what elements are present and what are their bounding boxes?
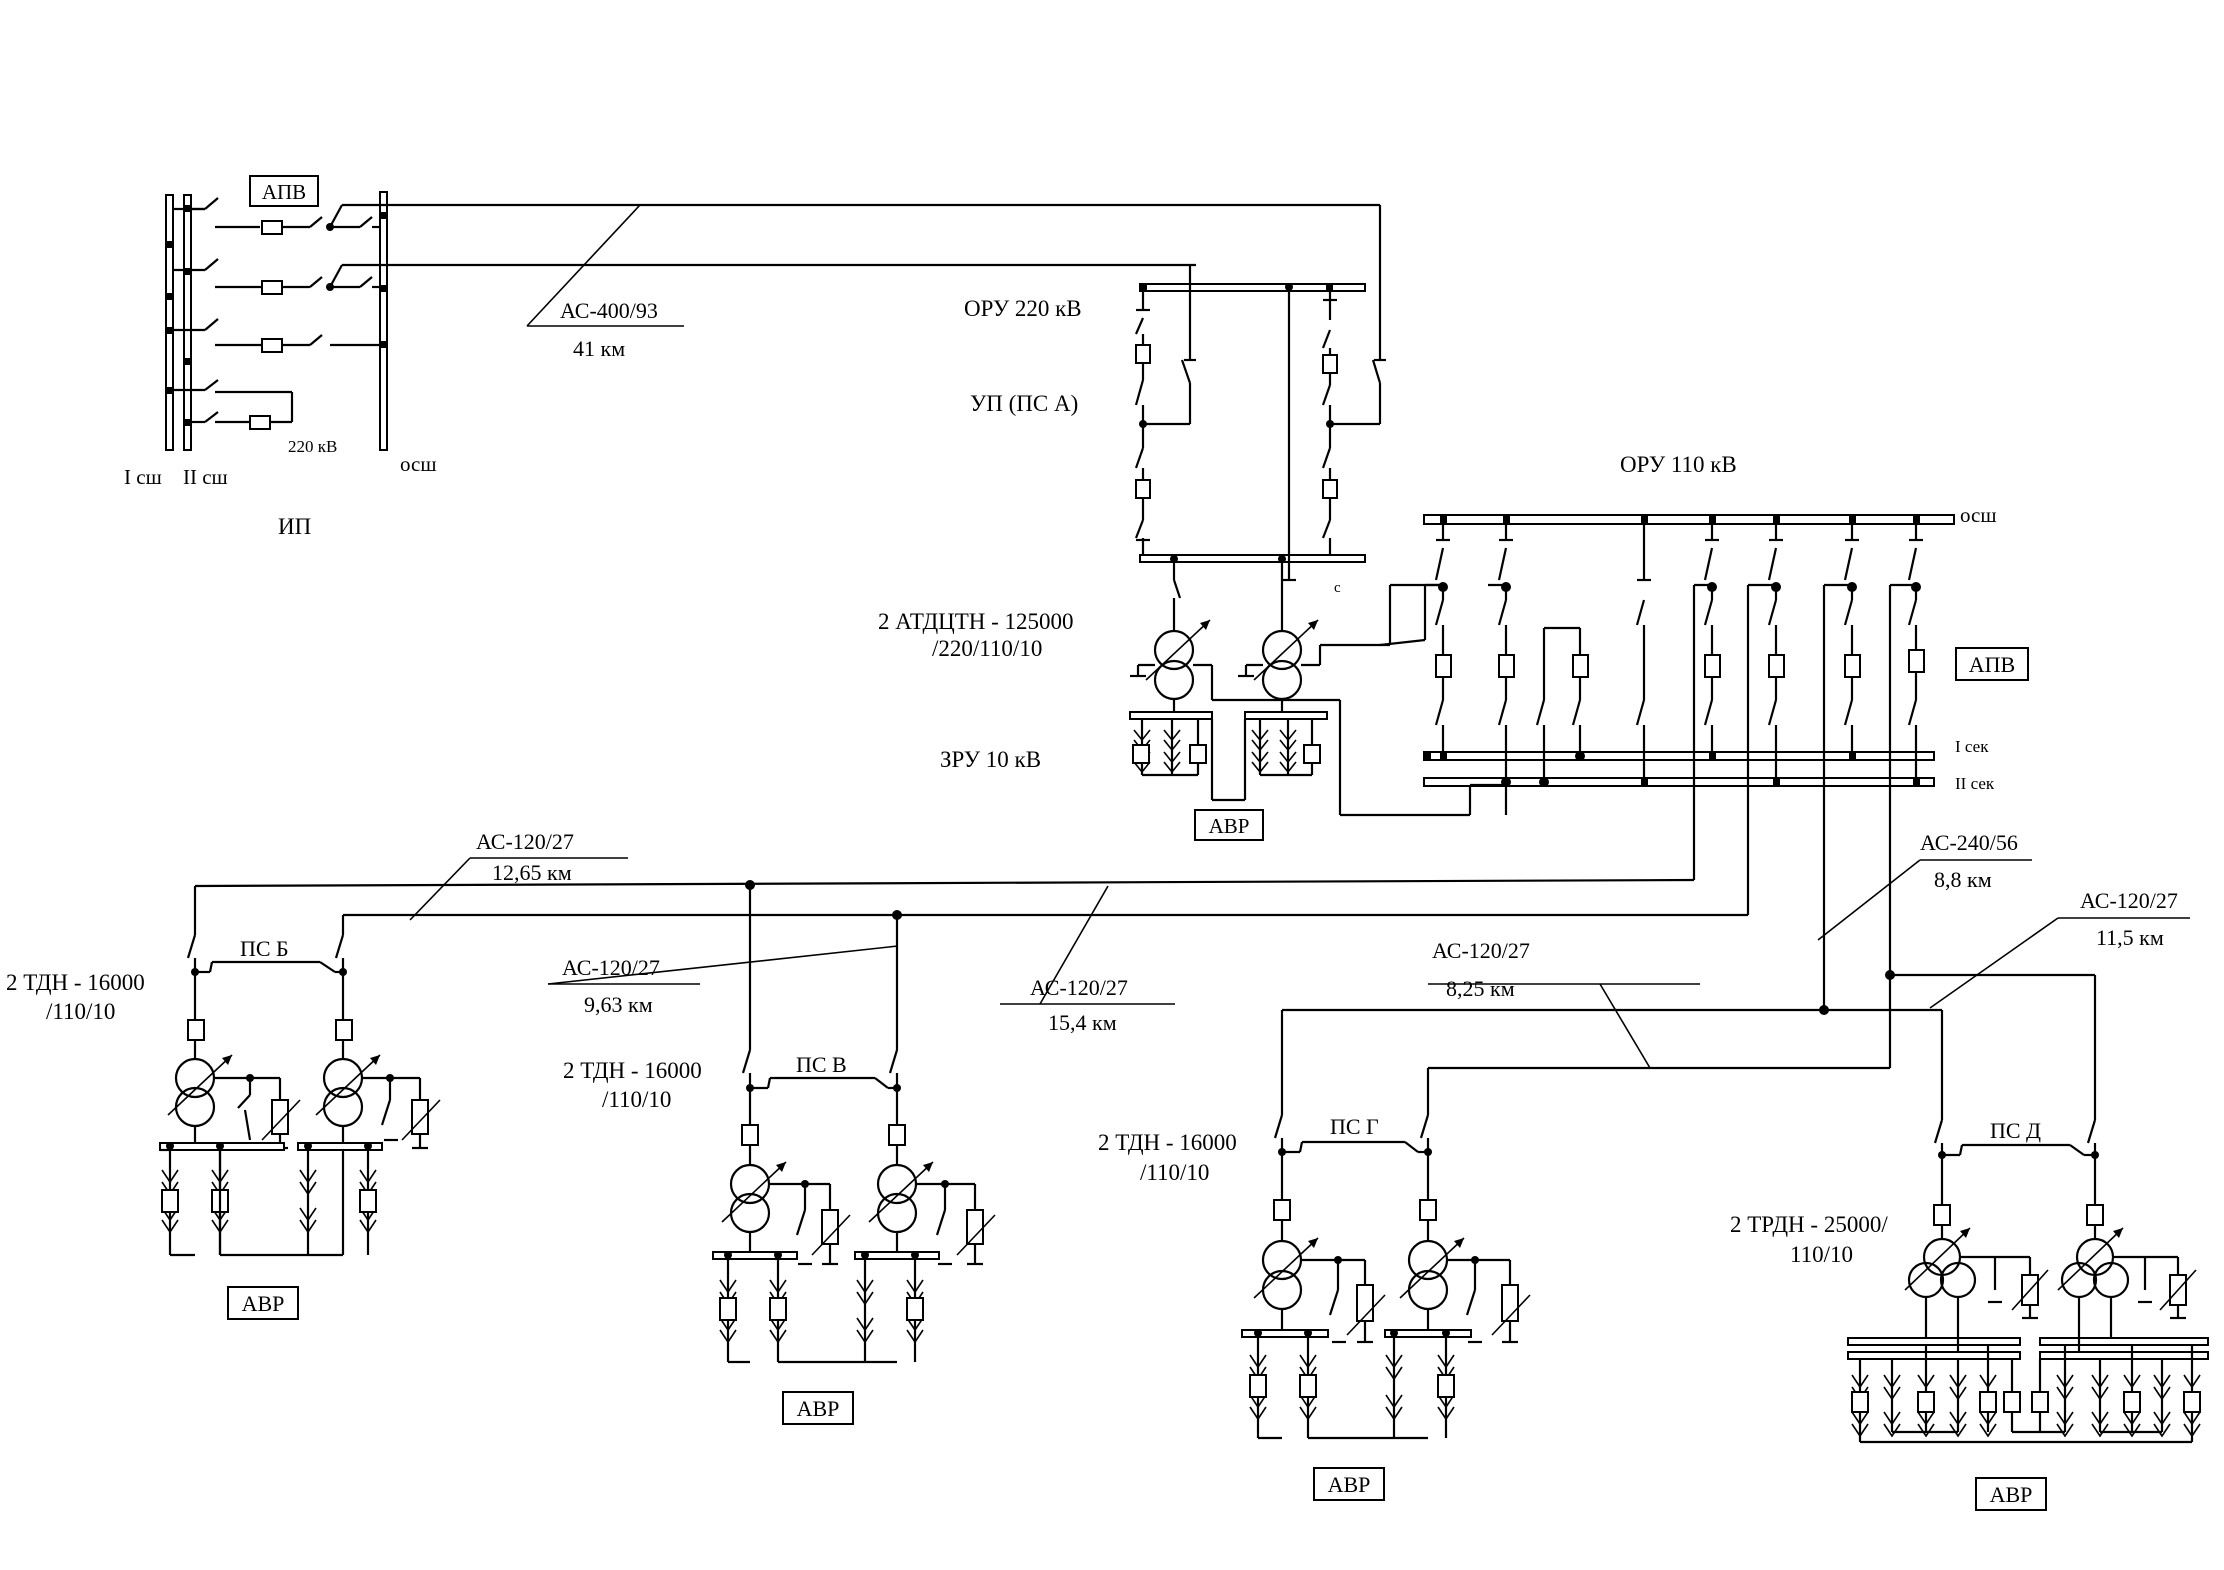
ps-b-avr-tag <box>227 1286 299 1320</box>
oru110-reclose-label: АПВ <box>1969 652 2015 677</box>
source-reclose-label: АПВ <box>262 180 306 204</box>
transformer-a-line2: /220/110/10 <box>932 636 1042 661</box>
source-bus2-label: II сш <box>183 465 228 489</box>
source-bus-1 <box>165 194 174 451</box>
ps-g-transformer-1: 2 ТДН - 16000 <box>1098 1130 1237 1155</box>
line-d-length: 11,5 км <box>2096 925 2164 950</box>
zru-label: ЗРУ 10 кВ <box>940 747 1041 772</box>
ps-b-transformer-2: /110/10 <box>46 999 115 1024</box>
line-bv-wire: АС-120/27 <box>1030 975 1128 1000</box>
line-b-length: 12,65 км <box>492 860 572 885</box>
ps-v-name: ПС В <box>796 1052 847 1077</box>
ps-g-avr-label: АВР <box>1328 1472 1371 1497</box>
line-g-wire: АС-240/56 <box>1920 830 2018 855</box>
source-reclose-tag <box>249 175 319 207</box>
ps-v-avr-tag <box>782 1391 854 1425</box>
ps-b-avr-label: АВР <box>242 1291 285 1316</box>
oru110-bypass-bus <box>1423 514 1955 525</box>
ps-v-avr-label: АВР <box>797 1396 840 1421</box>
line-v-wire: АС-120/27 <box>562 955 660 980</box>
ps-g-avr-tag <box>1313 1467 1385 1501</box>
zru-bus-right <box>1244 711 1328 720</box>
line-gd-length: 8,25 км <box>1446 976 1515 1001</box>
network-110: АС-120/27 12,65 км АС-120/27 9,63 км АС-… <box>193 829 2190 1120</box>
ps-v-transformer-1: 2 ТДН - 16000 <box>563 1058 702 1083</box>
transformer-a-line1: 2 АТДЦТН - 125000 <box>878 609 1074 634</box>
ps-g-transformer-2: /110/10 <box>1140 1160 1209 1185</box>
oru110-reclose-tag <box>1955 647 2029 681</box>
source-bypass-bus <box>379 191 388 451</box>
ps-d-transformer-2: 110/10 <box>1790 1242 1853 1267</box>
line-v-length: 9,63 км <box>584 992 653 1017</box>
oru110-sec2-label: II сек <box>1955 774 1995 793</box>
line-220-wire: АС-400/93 <box>560 298 658 323</box>
zru-bus-left <box>1129 711 1213 720</box>
substation-d: ПС Д <box>1730 1118 2209 1511</box>
zru-avr-label: АВР <box>1209 814 1250 838</box>
source-label: ИП <box>278 514 311 539</box>
svg-text:с: с <box>1334 580 1341 596</box>
ps-b-transformer-1: 2 ТДН - 16000 <box>6 970 145 995</box>
ps-v-transformer-2: /110/10 <box>602 1087 671 1112</box>
oru220-bus-bottom <box>1139 554 1366 563</box>
line-bv-length: 15,4 км <box>1048 1010 1117 1035</box>
zru-avr-tag <box>1194 809 1264 841</box>
substation-g: ПС Г <box>1098 1114 1531 1501</box>
ps-d-name: ПС Д <box>1990 1118 2041 1143</box>
oru110-sec1-label: I сек <box>1955 737 1989 756</box>
ps-g-name: ПС Г <box>1330 1114 1379 1139</box>
line-220-length: 41 км <box>573 336 625 361</box>
line-d-wire: АС-120/27 <box>2080 888 2178 913</box>
source-bypass-label: осш <box>400 452 437 476</box>
line-220: АС-400/93 41 км <box>526 204 684 361</box>
oru110-sec1-bus <box>1423 751 1935 761</box>
oru110-bypass-label: осш <box>1960 503 1997 527</box>
source-voltage: 220 кВ <box>288 437 337 456</box>
line-g-length: 8,8 км <box>1934 867 1992 892</box>
ps-d-transformer-1: 2 ТРДН - 25000/ <box>1730 1212 1888 1237</box>
oru110-bays <box>1379 515 1925 1010</box>
substation-a: ОРУ 220 кВ УП (ПС А) <box>878 205 2029 1010</box>
line-gd-wire: АС-120/27 <box>1432 938 1530 963</box>
up-label: УП (ПС А) <box>970 391 1078 416</box>
ps-d-avr-label: АВР <box>1990 1482 2033 1507</box>
line-b-wire: АС-120/27 <box>476 829 574 854</box>
source-bus1-label: I сш <box>124 465 162 489</box>
substation-b: ПС Б <box>6 934 441 1320</box>
source-substation: АПВ 220 кВ I сш II сш осш ИП <box>124 175 1380 539</box>
substation-v: ПС В <box>563 1049 996 1425</box>
oru110-label: ОРУ 110 кВ <box>1620 452 1737 477</box>
source-bus-2 <box>183 194 192 451</box>
oru220-label: ОРУ 220 кВ <box>964 296 1082 321</box>
ps-d-avr-tag <box>1975 1477 2047 1511</box>
ps-b-name: ПС Б <box>240 936 289 961</box>
oru110-sec2-bus <box>1423 777 1935 787</box>
